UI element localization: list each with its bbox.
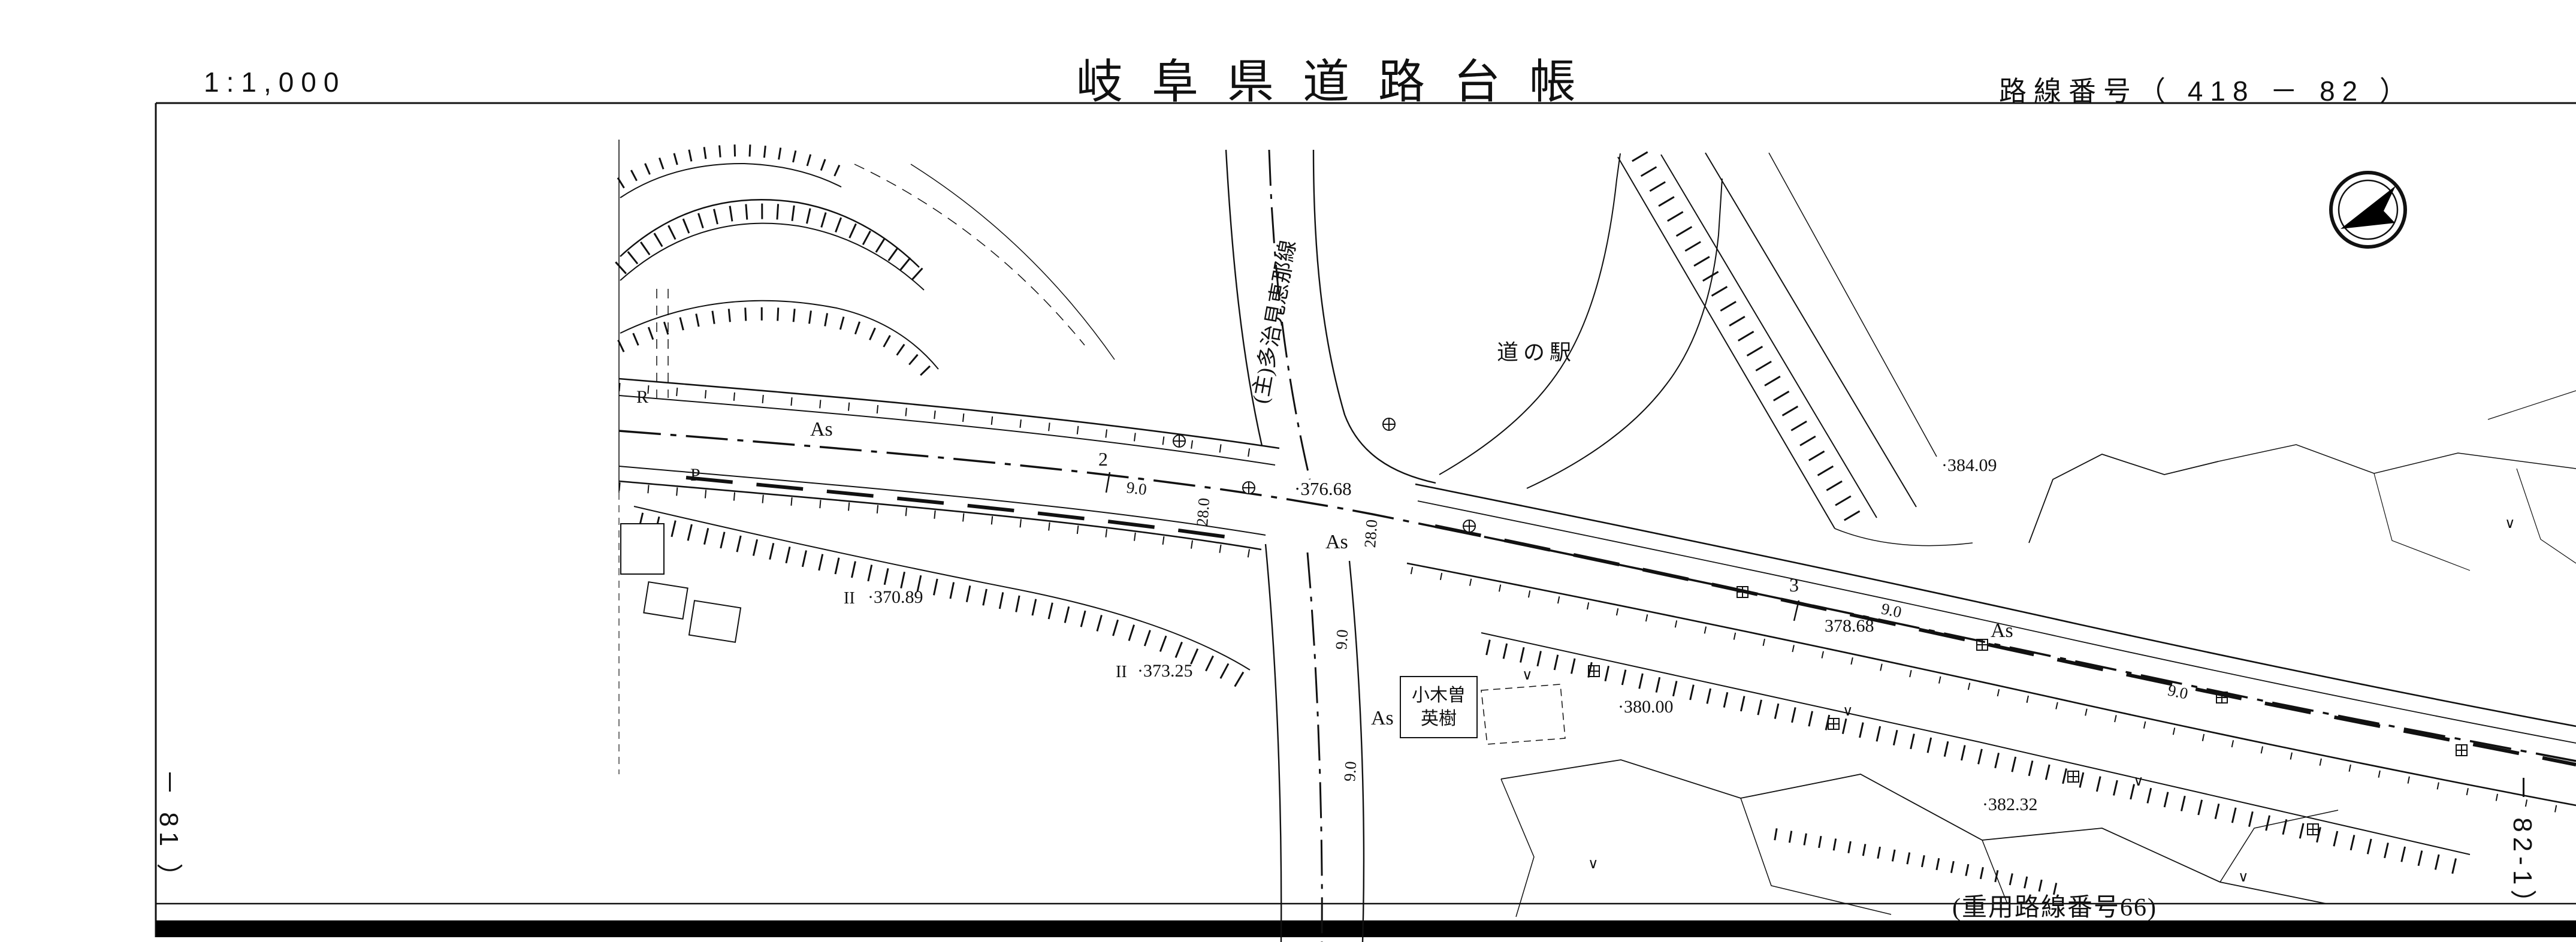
survey-symbols	[1173, 418, 2468, 835]
map-label: 9.0	[1340, 760, 1360, 783]
map-label: ∨	[1588, 856, 1599, 872]
slope-hatching-southeast	[1481, 632, 2471, 876]
landowner-name-line1: 小木曽	[1412, 686, 1466, 705]
map-label: II	[1116, 663, 1127, 681]
bottom-bar	[156, 920, 2576, 937]
map-label: As	[810, 418, 833, 440]
branch-road-north	[1225, 149, 1436, 484]
map-label: 3	[1789, 574, 1799, 596]
map-label: ∨	[1843, 704, 1853, 719]
building-outline	[688, 600, 742, 643]
map-label: II	[844, 589, 855, 608]
map-label: 9.0	[1879, 599, 1904, 621]
map-label: ∨	[2133, 774, 2144, 789]
map-label: 道の駅	[1497, 340, 1577, 364]
station-tick-3	[1793, 600, 1800, 621]
map-label: ·380.00	[1618, 697, 1674, 717]
page-title: 岐阜県道路台帳	[1076, 55, 1605, 108]
roadside-station-area	[1439, 151, 1973, 547]
route-number: 路線番号（ 418 － 82 ）	[1999, 76, 2415, 107]
map-label: P	[690, 465, 700, 485]
sheet-frame	[155, 102, 2576, 937]
slope-hatching-northwest	[615, 144, 1115, 398]
map-label: ·384.09	[1941, 455, 1997, 475]
map-label: 9.0	[1332, 629, 1352, 651]
map-label: ·376.68	[1294, 478, 1352, 499]
map-label: 9.0	[1125, 478, 1148, 499]
map-label: 2	[1098, 448, 1108, 470]
branch-road-south	[1264, 544, 1365, 942]
map-label: As	[1371, 707, 1394, 729]
main-road	[618, 378, 2576, 816]
map-label: As	[1325, 531, 1348, 553]
parcel-boundaries-southeast	[1481, 684, 2339, 917]
map-label: ∨	[1522, 668, 1533, 683]
map-label: ∨	[2238, 869, 2249, 885]
map-label: 9.0	[2166, 681, 2190, 703]
north-arrow-icon	[2329, 171, 2407, 249]
map-label: ·382.32	[1982, 795, 2038, 814]
parcel-boundaries-northeast	[2028, 390, 2576, 571]
station-tick-2	[1105, 472, 1111, 493]
map-label: ∨	[2505, 516, 2515, 532]
landowner-name-line2: 英樹	[1421, 709, 1457, 729]
map-label: ·370.89	[868, 587, 923, 607]
map-label: As	[1991, 620, 2013, 642]
map-scale: 1:1,000	[204, 67, 346, 98]
map-label: 28.0	[1361, 518, 1381, 549]
slope-hatching-southwest	[620, 506, 1251, 691]
map-label: ·373.25	[1137, 661, 1193, 681]
overlap-route-note: (重用路線番号66)	[1952, 894, 2157, 922]
landowner-name-box: 小木曽 英樹	[1400, 676, 1478, 738]
building-outline	[643, 581, 688, 620]
map-label: R	[636, 387, 649, 407]
map-label: 378.68	[1825, 616, 1874, 636]
map-label: 28.0	[1193, 497, 1213, 527]
building-outline	[620, 523, 665, 575]
